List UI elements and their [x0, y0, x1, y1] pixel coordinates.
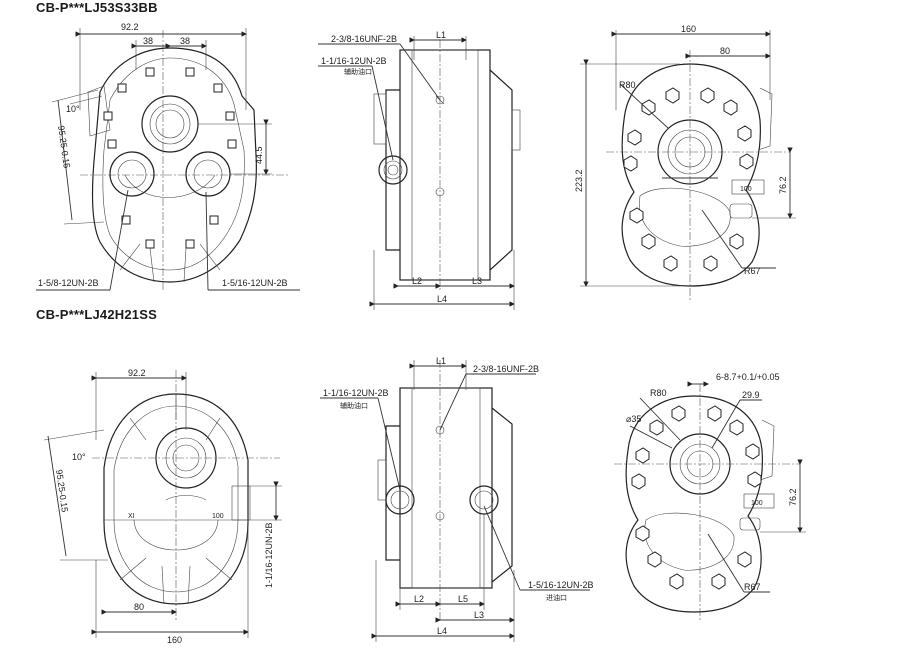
bottom-rear-radius-bottom: R67: [744, 582, 761, 592]
top-front-dim-height: 44.5: [254, 146, 264, 164]
bottom-front-dim-half: 80: [134, 602, 144, 612]
bottom-front-mark-left: XI: [128, 513, 135, 520]
top-rear-radius-bottom: R67: [744, 266, 761, 276]
top-side-l3: L3: [472, 276, 482, 286]
bottom-rear-view: [614, 381, 806, 622]
bottom-front-dim-full: 160: [167, 635, 182, 645]
top-rear-plate: 100: [740, 186, 752, 193]
top-front-dim-half-left: 38: [143, 36, 153, 46]
top-rear-dim-offset: 76.2: [778, 176, 788, 194]
top-front-dim-angle: 10°: [66, 104, 80, 114]
bottom-side-thread-aux: 1-1/16-12UN-2B: [323, 388, 389, 398]
top-side-thread-aux: 1-1/16-12UN-2B: [321, 56, 387, 66]
top-side-aux-note: 辅助油口: [344, 67, 372, 76]
top-rear-dim-width: 160: [681, 24, 696, 34]
bottom-side-l5: L5: [458, 594, 468, 604]
top-rear-view: [580, 30, 796, 300]
top-rear-dim-half: 80: [720, 46, 730, 56]
bottom-side-l4: L4: [437, 626, 447, 636]
bottom-rear-radius-top: R80: [650, 388, 667, 398]
bottom-side-thread-in: 1-5/16-12UN-2B: [528, 580, 594, 590]
bottom-side-view: [320, 360, 590, 642]
bottom-side-in-note: 进油口: [546, 593, 567, 602]
top-rear-radius-top: R80: [619, 80, 636, 90]
bottom-side-l2: L2: [414, 594, 424, 604]
bottom-front-dim-angle: 10°: [72, 452, 86, 462]
bottom-front-view: [43, 370, 282, 638]
top-side-l4: L4: [437, 294, 447, 304]
bottom-rear-phi: ⌀35: [626, 414, 641, 424]
top-front-port-inlet: 1-5/8-12UN-2B: [38, 278, 99, 288]
bottom-side-aux-note: 辅助油口: [340, 401, 368, 410]
bottom-side-l1: L1: [436, 356, 446, 366]
bottom-side-l3: L3: [474, 610, 484, 620]
bottom-front-dim-width: 92.2: [128, 368, 146, 378]
top-front-port-outlet: 1-5/16-12UN-2B: [222, 278, 288, 288]
top-side-view: [318, 36, 521, 310]
bottom-front-mark-right: 100: [212, 513, 224, 520]
top-side-l2: L2: [412, 276, 422, 286]
top-front-dim-pilot: 95.25-0.15: [56, 125, 72, 169]
top-side-thread-main: 2-3/8-16UNF-2B: [331, 34, 397, 44]
top-rear-dim-height: 223.2: [574, 169, 584, 192]
top-front-view: [36, 28, 300, 291]
model-title-top: CB-P***LJ53S33BB: [36, 0, 158, 15]
bottom-front-port: 1-1/16-12UN-2B: [264, 522, 274, 588]
bottom-rear-shaft: 29.9: [742, 390, 760, 400]
bottom-side-thread-main: 2-3/8-16UNF-2B: [473, 364, 539, 374]
top-front-dim-half-right: 38: [180, 36, 190, 46]
bottom-rear-plate: 100: [751, 500, 763, 507]
top-front-dim-width: 92.2: [121, 22, 139, 32]
model-title-bottom: CB-P***LJ42H21SS: [36, 307, 157, 322]
bottom-rear-offset: 76.2: [788, 488, 798, 506]
bottom-rear-keyway: 6-8.7+0.1/+0.05: [716, 372, 780, 382]
top-side-l1: L1: [436, 30, 446, 40]
